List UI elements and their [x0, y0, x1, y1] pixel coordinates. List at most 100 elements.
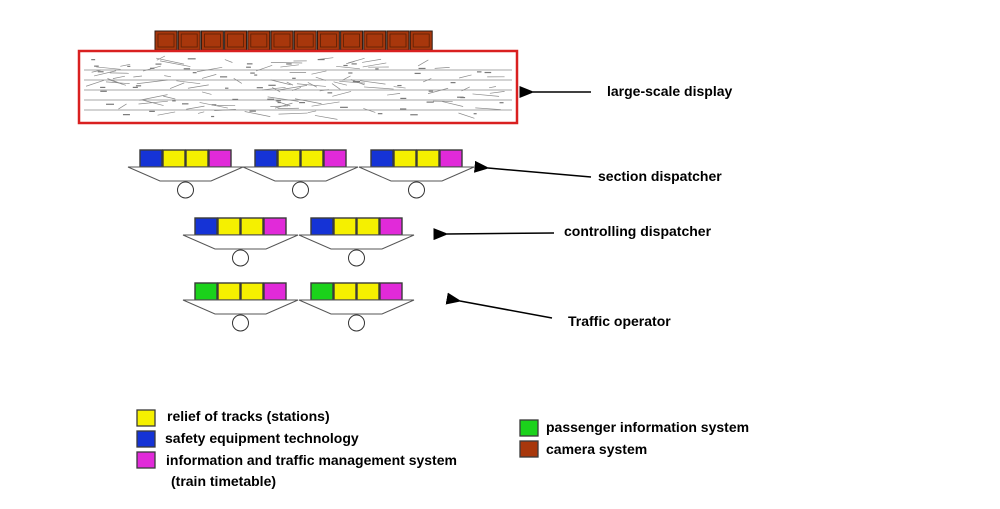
track-segment	[267, 96, 299, 102]
track-segment	[164, 75, 172, 78]
track-segment	[186, 105, 205, 110]
camera-monitor-bezel	[319, 33, 337, 48]
track-segment	[291, 87, 302, 91]
chair	[348, 249, 365, 267]
track-label-mark	[426, 101, 434, 103]
monitor-blue	[194, 217, 218, 236]
monitor-yellow	[333, 282, 357, 301]
track-segment	[362, 62, 387, 68]
track-label-mark	[267, 98, 275, 100]
track-segment	[332, 91, 352, 97]
track-label-mark	[225, 87, 229, 89]
track-segment	[314, 115, 338, 120]
track-label-mark	[400, 97, 407, 100]
traffic-operator-label: Traffic operator	[568, 313, 671, 329]
track-segment	[280, 64, 299, 68]
camera-monitor-bezel	[227, 33, 245, 48]
track-label-mark	[100, 90, 107, 92]
track-label-mark	[327, 92, 333, 94]
track-segment	[278, 112, 308, 115]
track-segment	[139, 94, 168, 101]
monitor-yellow	[217, 282, 241, 301]
track-label-mark	[484, 71, 492, 74]
track-segment	[461, 86, 470, 92]
track-label-mark	[286, 63, 292, 65]
track-segment	[286, 81, 294, 86]
track-segment	[96, 66, 121, 70]
track-segment	[333, 81, 348, 86]
track-segment	[331, 83, 341, 90]
track-segment	[156, 57, 185, 65]
monitor-green	[194, 282, 218, 301]
track-label-mark	[428, 90, 434, 92]
track-segment	[442, 101, 464, 107]
workstation	[298, 217, 415, 267]
track-label-mark	[181, 103, 189, 105]
monitor-yellow	[393, 149, 417, 168]
track-segment	[85, 79, 105, 87]
monitor-blue	[254, 149, 278, 168]
legend-swatch-information	[136, 451, 156, 469]
monitor-magenta	[263, 282, 287, 301]
track-label-mark	[232, 98, 239, 101]
monitor-blue	[370, 149, 394, 168]
track-segment	[255, 64, 273, 72]
monitor-magenta	[379, 282, 403, 301]
track-label-mark	[476, 71, 482, 73]
track-segment	[277, 85, 308, 91]
track-segment	[363, 108, 376, 113]
track-segment	[197, 111, 205, 114]
track-segment	[159, 60, 191, 67]
monitor-yellow	[162, 149, 186, 168]
track-segment	[214, 109, 236, 111]
track-label-mark	[410, 114, 418, 116]
monitor-yellow	[240, 217, 264, 236]
track-segment	[91, 69, 101, 73]
legend-passenger-label: passenger information system	[546, 419, 750, 435]
chair	[348, 314, 365, 332]
track-segment	[307, 110, 317, 114]
camera-monitor-bezel	[250, 33, 268, 48]
camera-monitor-bezel	[366, 33, 384, 48]
track-label-mark	[127, 65, 131, 67]
track-label-mark	[94, 65, 99, 67]
track-segment	[163, 95, 176, 100]
track-label-mark	[450, 82, 456, 84]
track-label-mark	[375, 68, 379, 70]
track-segment	[311, 70, 327, 75]
track-label-mark	[187, 58, 196, 60]
monitor-magenta	[439, 149, 463, 168]
section-arrow	[474, 160, 592, 178]
track-label-mark	[457, 96, 464, 98]
track-segment	[434, 67, 450, 69]
track-segment	[275, 100, 291, 107]
track-segment	[311, 101, 340, 107]
track-segment	[339, 80, 366, 84]
track-segment	[187, 84, 209, 89]
track-label-mark	[348, 72, 353, 74]
camera-monitor-bezel	[343, 33, 361, 48]
track-segment	[271, 87, 281, 93]
monitor-yellow	[277, 149, 301, 168]
track-segment	[364, 86, 394, 90]
track-segment	[489, 91, 505, 94]
legend-relief-label: relief of tracks (stations)	[167, 408, 330, 424]
track-segment	[472, 93, 500, 97]
track-label-mark	[249, 110, 256, 112]
track-label-mark	[418, 67, 426, 70]
monitor-magenta	[379, 217, 403, 236]
legend-info-label-line2: (train timetable)	[171, 473, 277, 489]
track-segment	[346, 61, 355, 65]
track-segment	[112, 75, 125, 79]
track-label-mark	[254, 74, 258, 76]
camera-monitor-bezel	[389, 33, 407, 48]
track-segment	[262, 86, 286, 91]
track-label-mark	[397, 84, 402, 87]
desk	[358, 166, 475, 182]
track-label-mark	[352, 80, 361, 83]
track-label-mark	[499, 102, 504, 104]
monitor-yellow	[356, 217, 380, 236]
chair	[292, 181, 309, 199]
monitor-yellow	[185, 149, 209, 168]
